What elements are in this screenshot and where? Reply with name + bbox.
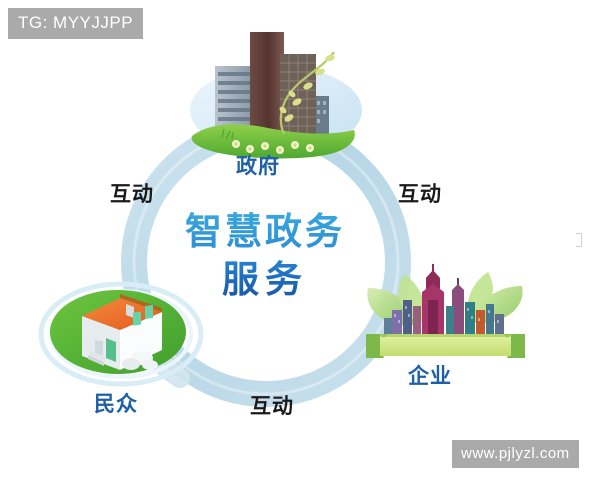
vine-leaves [279,54,335,122]
label-interaction-right: 互动 [398,182,442,206]
building-far [314,96,329,142]
watermark-bottom-right: www.pjlyzl.com [452,440,579,468]
chimney [126,304,134,318]
grass-blades [221,128,234,140]
citizens-illustration [38,258,208,393]
house-window-a [133,311,141,326]
vine-stem [279,51,335,135]
government-illustration [188,18,368,163]
house-steps [90,350,106,362]
house-steps-2 [88,355,104,366]
house-door [106,338,116,362]
ribbon-banner [366,334,525,358]
label-government: 政府 [236,154,280,178]
page-title: 智慧政务 服务 [150,208,380,304]
house-window-c [95,340,103,356]
ripple-outer [38,281,204,387]
label-interaction-left: 互动 [110,182,154,206]
house-side-right [120,312,162,370]
city-skyline [384,264,504,338]
label-citizens: 民众 [94,392,138,416]
enterprise-illustration [358,248,533,373]
label-interaction-bottom: 互动 [250,394,294,418]
title-line-1: 智慧政务 [185,210,345,253]
watermark-top-left: TG: MYYJJPP [8,8,144,39]
house-window-b [145,304,153,319]
label-enterprise: 企业 [408,364,452,388]
house-roof [82,298,162,330]
building-mid-grid [280,54,316,138]
building-main [250,32,284,138]
garden-stones [122,351,158,370]
grass-flowers [232,140,314,154]
edge-artifact [576,233,582,247]
title-line-2: 服务 [222,258,308,301]
